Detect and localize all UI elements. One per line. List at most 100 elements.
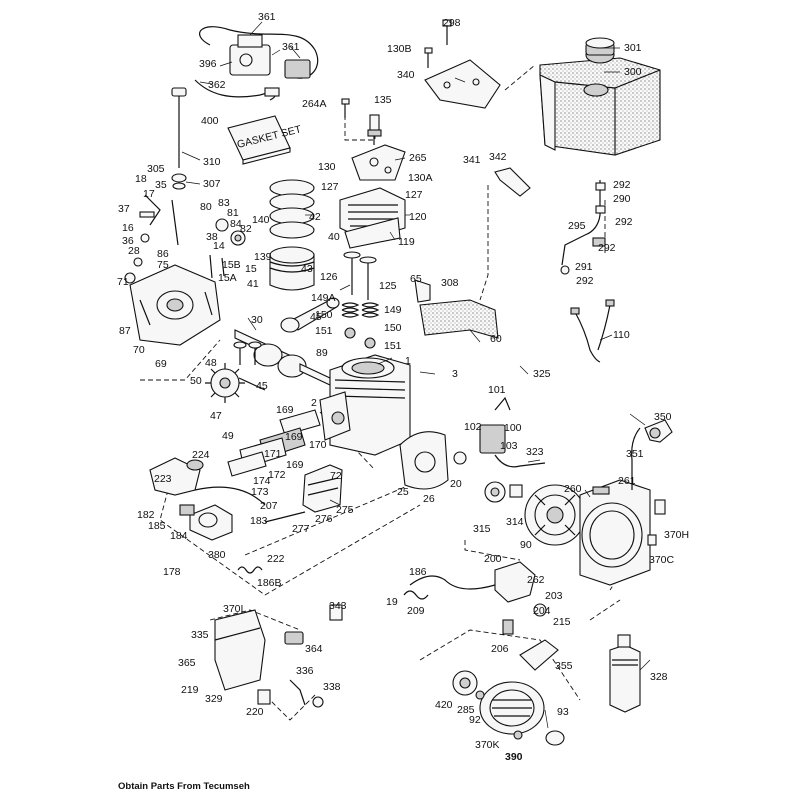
callout-174: 174 xyxy=(253,475,271,487)
callout-89: 89 xyxy=(316,347,328,359)
callout-310: 310 xyxy=(203,156,221,168)
callout-335: 335 xyxy=(191,629,209,641)
callout-170: 170 xyxy=(309,439,327,451)
callout-48: 48 xyxy=(205,357,217,369)
carburetor xyxy=(179,504,233,541)
callout-36: 36 xyxy=(122,235,134,247)
callout-172: 172 xyxy=(268,469,286,481)
callout-275: 275 xyxy=(336,504,354,516)
callout-19: 19 xyxy=(386,596,398,608)
callout-329: 329 xyxy=(205,693,223,705)
callout-1: 1 xyxy=(405,355,411,367)
callout-37: 37 xyxy=(118,203,130,215)
crankshaft xyxy=(234,329,331,386)
ignition-module xyxy=(479,396,546,468)
callout-15A: 15A xyxy=(218,272,237,284)
carb-linkage xyxy=(194,486,306,574)
callout-82: 82 xyxy=(240,223,252,235)
callout-370I: 370I xyxy=(223,603,243,615)
callout-338: 338 xyxy=(323,681,341,693)
oil-bottle xyxy=(609,634,641,713)
dipstick xyxy=(171,87,187,190)
callout-35: 35 xyxy=(155,179,167,191)
fuel-line-assembly xyxy=(560,180,606,275)
callout-45: 45 xyxy=(256,380,268,392)
callout-178: 178 xyxy=(163,566,181,578)
callout-125: 125 xyxy=(379,280,397,292)
callout-292: 292 xyxy=(598,242,616,254)
callout-219: 219 xyxy=(181,684,199,696)
starter-screws xyxy=(475,690,523,740)
callout-15B: 15B xyxy=(222,259,241,271)
callout-223: 223 xyxy=(154,473,172,485)
callout-183: 183 xyxy=(250,515,268,527)
callout-370H: 370H xyxy=(664,529,689,541)
breather-assembly xyxy=(227,409,321,477)
callout-207: 207 xyxy=(260,500,278,512)
callout-102: 102 xyxy=(464,421,482,433)
callout-173: 173 xyxy=(251,486,269,498)
callout-151: 151 xyxy=(315,325,333,337)
cylinder-head-plate xyxy=(351,144,406,181)
callout-200: 200 xyxy=(484,553,502,565)
callout-340: 340 xyxy=(397,69,415,81)
throttle-bracket xyxy=(494,167,531,197)
crankcase-cover xyxy=(129,264,221,346)
callout-42: 42 xyxy=(309,211,321,223)
callout-308: 308 xyxy=(441,277,459,289)
callout-110: 110 xyxy=(613,329,630,341)
callout-351: 351 xyxy=(626,448,644,460)
callout-169: 169 xyxy=(285,431,303,443)
callout-139: 139 xyxy=(254,251,272,263)
starter-handle xyxy=(519,639,559,671)
primer-bulb xyxy=(631,419,673,490)
callout-186: 186 xyxy=(409,566,427,578)
callout-380: 380 xyxy=(208,549,226,561)
callout-150: 150 xyxy=(315,309,333,321)
callout-285: 285 xyxy=(457,704,475,716)
callout-83: 83 xyxy=(218,197,230,209)
callout-69: 69 xyxy=(155,358,167,370)
callout-292: 292 xyxy=(615,216,633,228)
callout-355: 355 xyxy=(555,660,573,672)
camshaft-gear xyxy=(205,363,266,403)
callout-169: 169 xyxy=(276,404,294,416)
callout-75: 75 xyxy=(157,259,169,271)
recoil-starter xyxy=(479,681,545,735)
callout-87: 87 xyxy=(119,325,131,337)
callout-80: 80 xyxy=(200,201,212,213)
callout-65: 65 xyxy=(410,273,422,285)
callout-leaders xyxy=(181,21,651,729)
callout-328: 328 xyxy=(650,671,668,683)
callout-420: 420 xyxy=(435,699,453,711)
callout-14: 14 xyxy=(213,240,225,252)
callout-49: 49 xyxy=(222,430,234,442)
decals xyxy=(647,499,666,546)
callout-215: 215 xyxy=(553,616,571,628)
callout-16: 16 xyxy=(122,222,134,234)
air-baffle xyxy=(414,279,499,339)
callout-43: 43 xyxy=(301,263,313,275)
spark-plug xyxy=(367,114,382,145)
callout-45: 45 xyxy=(310,311,322,323)
callout-400: 400 xyxy=(201,115,219,127)
callout-209: 209 xyxy=(407,605,425,617)
callout-291: 291 xyxy=(575,261,593,273)
callout-277: 277 xyxy=(292,523,310,535)
callout-370K: 370K xyxy=(475,739,500,751)
footer-source-note: Obtain Parts From Tecumseh xyxy=(118,781,250,792)
intake-elbow xyxy=(149,457,204,496)
governor-arm-parts xyxy=(124,194,179,284)
callout-203: 203 xyxy=(545,590,563,602)
callout-185: 185 xyxy=(148,520,166,532)
bolts xyxy=(341,19,452,118)
callout-343: 343 xyxy=(329,600,347,612)
callout-224: 224 xyxy=(192,449,210,461)
callout-171: 171 xyxy=(264,448,282,460)
callout-184: 184 xyxy=(170,530,188,542)
callout-276: 276 xyxy=(315,513,333,525)
callout-292: 292 xyxy=(613,179,631,191)
callout-41: 41 xyxy=(247,278,259,290)
piston-rings xyxy=(269,179,315,239)
